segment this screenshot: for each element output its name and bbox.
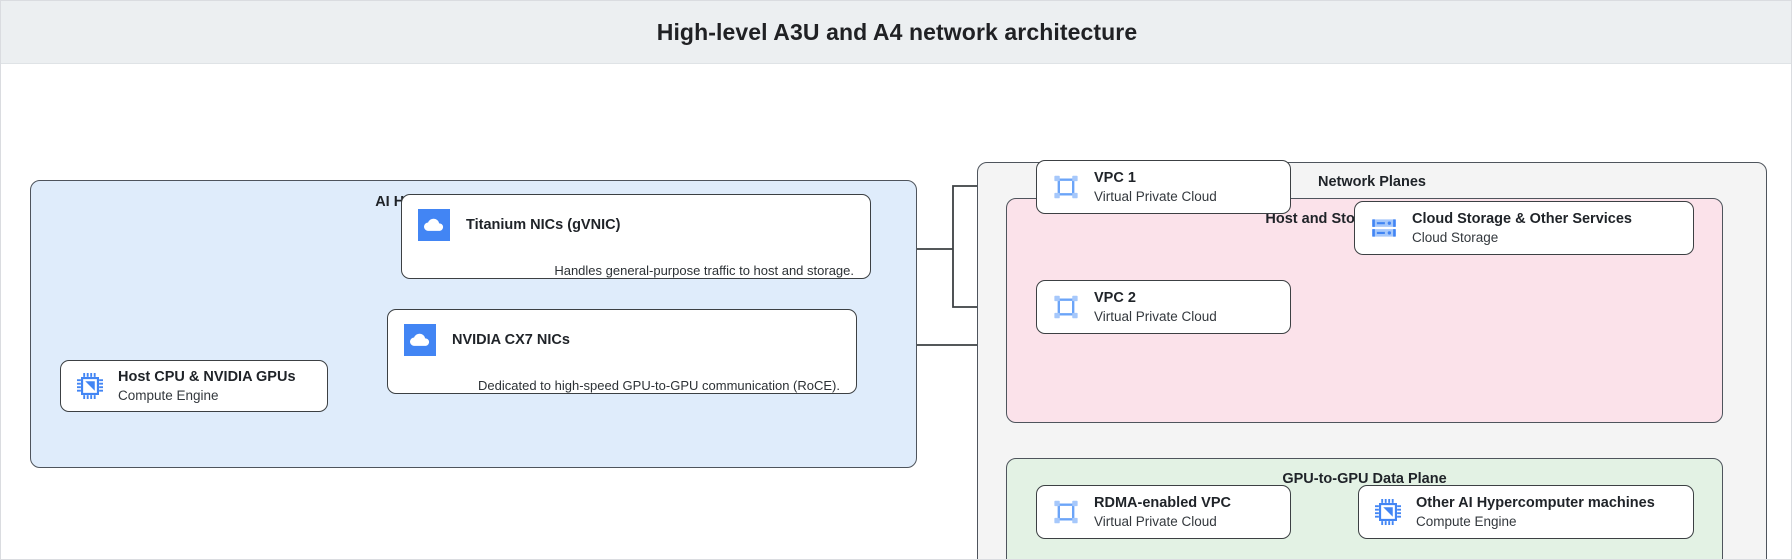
node-subtitle: Virtual Private Cloud bbox=[1094, 513, 1217, 529]
node-title: VPC 1 bbox=[1094, 170, 1136, 187]
node-titanium-nics[interactable]: Titanium NICs (gVNIC) Handles general-pu… bbox=[401, 194, 871, 279]
panel-title: Titanium NICs (gVNIC) bbox=[466, 217, 621, 233]
storage-rack-icon bbox=[1372, 219, 1396, 237]
node-text: VPC 1 Virtual Private Cloud bbox=[1094, 169, 1217, 205]
node-subtitle: Cloud Storage bbox=[1412, 229, 1499, 245]
node-title: Cloud Storage & Other Services bbox=[1412, 211, 1632, 228]
node-text: Cloud Storage & Other Services Cloud Sto… bbox=[1412, 210, 1632, 246]
node-title: Host CPU & NVIDIA GPUs bbox=[118, 369, 296, 386]
cpu-chip-icon bbox=[1375, 499, 1401, 525]
node-nvidia-cx7-nics[interactable]: NVIDIA CX7 NICs Dedicated to high-speed … bbox=[387, 309, 857, 394]
panel-head: NVIDIA CX7 NICs bbox=[388, 310, 856, 368]
node-host-cpu-gpus[interactable]: Host CPU & NVIDIA GPUs Compute Engine bbox=[60, 360, 328, 412]
node-rdma-enabled-vpc[interactable]: RDMA-enabled VPC Virtual Private Cloud bbox=[1036, 485, 1291, 539]
node-subtitle: Virtual Private Cloud bbox=[1094, 188, 1217, 204]
node-cloud-storage[interactable]: Cloud Storage & Other Services Cloud Sto… bbox=[1354, 201, 1694, 255]
group-title-network-planes: Network Planes bbox=[1318, 174, 1426, 190]
group-title-gpu-to-gpu-data-plane: GPU-to-GPU Data Plane bbox=[1282, 471, 1447, 487]
node-title: VPC 2 bbox=[1094, 290, 1136, 307]
panel-head: Titanium NICs (gVNIC) bbox=[402, 195, 870, 253]
panel-description: Handles general-purpose traffic to host … bbox=[554, 263, 854, 278]
page-title: High-level A3U and A4 network architectu… bbox=[656, 18, 1138, 45]
panel-title: NVIDIA CX7 NICs bbox=[452, 332, 570, 348]
node-title: Other AI Hypercomputer machines bbox=[1416, 495, 1655, 512]
node-subtitle: Compute Engine bbox=[1416, 513, 1517, 529]
node-subtitle: Compute Engine bbox=[118, 387, 219, 403]
panel-description: Dedicated to high-speed GPU-to-GPU commu… bbox=[478, 378, 840, 393]
vpc-icon bbox=[1054, 500, 1078, 524]
node-text: VPC 2 Virtual Private Cloud bbox=[1094, 289, 1217, 325]
node-text: Other AI Hypercomputer machines Compute … bbox=[1416, 494, 1655, 530]
node-subtitle: Virtual Private Cloud bbox=[1094, 308, 1217, 324]
node-vpc-1[interactable]: VPC 1 Virtual Private Cloud bbox=[1036, 160, 1291, 214]
cloud-icon bbox=[418, 209, 450, 241]
cpu-chip-icon bbox=[77, 373, 103, 399]
cloud-icon bbox=[404, 324, 436, 356]
node-title: RDMA-enabled VPC bbox=[1094, 495, 1231, 512]
diagram-canvas: AI Hypercomputer machines Network Planes… bbox=[1, 64, 1791, 559]
node-text: RDMA-enabled VPC Virtual Private Cloud bbox=[1094, 494, 1231, 530]
node-vpc-2[interactable]: VPC 2 Virtual Private Cloud bbox=[1036, 280, 1291, 334]
node-other-ai-hypercomputer-machines[interactable]: Other AI Hypercomputer machines Compute … bbox=[1358, 485, 1694, 539]
vpc-icon bbox=[1054, 175, 1078, 199]
page-header: High-level A3U and A4 network architectu… bbox=[1, 1, 1791, 64]
vpc-icon bbox=[1054, 295, 1078, 319]
node-text: Host CPU & NVIDIA GPUs Compute Engine bbox=[118, 368, 296, 404]
